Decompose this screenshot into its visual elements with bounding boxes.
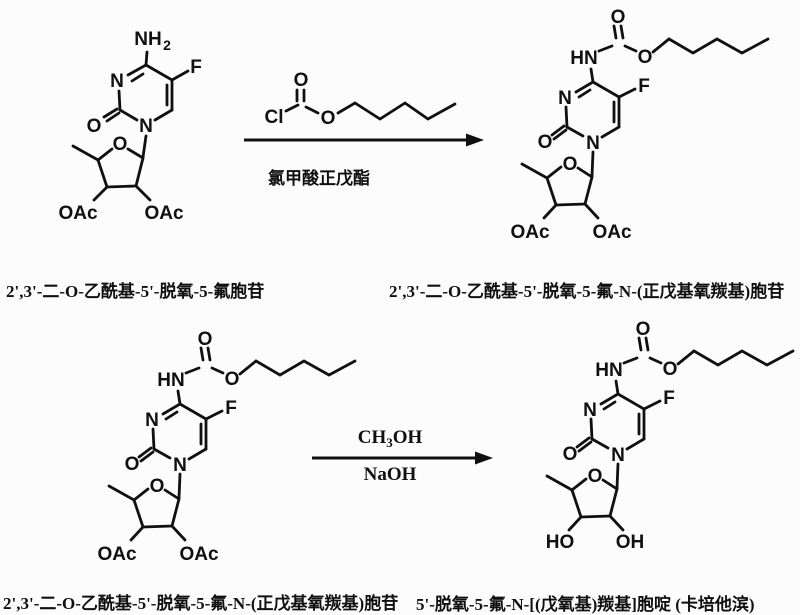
bond bbox=[583, 175, 594, 206]
bond bbox=[170, 69, 190, 82]
ring-oxygen-label: O bbox=[563, 154, 578, 175]
chlorine-label: Cl bbox=[265, 107, 284, 128]
bond bbox=[574, 80, 595, 94]
bond bbox=[134, 184, 152, 202]
ring-oxygen-label: O bbox=[113, 134, 128, 155]
reaction-arrow-1 bbox=[244, 133, 484, 147]
double-bond bbox=[105, 111, 121, 123]
structure-reactant-1: NH 2 F N N O O OAc OAc bbox=[58, 29, 201, 224]
bond bbox=[105, 184, 138, 189]
caption-reactant-1: 2',3'-二-O-乙酰基-5'-脱氧-5-氟胞苷 bbox=[6, 282, 265, 301]
double-bond bbox=[550, 124, 566, 137]
bond bbox=[542, 203, 558, 220]
carbamate-nucleoside-core: O HN O N F O N O bbox=[520, 7, 770, 220]
bond bbox=[545, 176, 558, 207]
bond bbox=[96, 158, 109, 189]
bond bbox=[117, 89, 122, 112]
carbonyl-oxygen-label: O bbox=[87, 116, 102, 137]
alkyl-chain bbox=[336, 101, 457, 121]
bond bbox=[126, 147, 145, 160]
condition-above-arrow-2: CH3OH bbox=[335, 427, 445, 451]
condition-below-arrow-2: NaOH bbox=[363, 464, 417, 485]
double-bond-inner bbox=[577, 88, 592, 99]
double-bond-inner bbox=[130, 72, 145, 83]
methanol-formula-part: OH bbox=[392, 427, 423, 448]
acetyl-group-label: OAc bbox=[592, 222, 632, 243]
bond bbox=[304, 105, 320, 115]
bond bbox=[565, 125, 585, 138]
acetyl-group-label: OAc bbox=[58, 203, 98, 224]
hydroxyl-group-label: HO bbox=[546, 532, 575, 553]
bond bbox=[126, 63, 148, 77]
carbamate-core-copy bbox=[545, 317, 795, 532]
carbamate-nh-label: HN bbox=[570, 48, 597, 69]
bond bbox=[92, 185, 109, 202]
hydroxyl-group-label: OH bbox=[616, 532, 645, 553]
bond bbox=[144, 50, 149, 67]
bond bbox=[554, 202, 587, 207]
double-bond bbox=[612, 24, 618, 40]
structure-product-2: HO OH bbox=[545, 317, 795, 553]
bond bbox=[617, 87, 637, 99]
ester-oxygen-label: O bbox=[638, 47, 653, 68]
ring-nitrogen-label: N bbox=[139, 116, 153, 137]
alkyl-chain bbox=[651, 37, 770, 55]
bond bbox=[141, 134, 148, 159]
carbonyl-oxygen-label: O bbox=[294, 70, 309, 91]
fluorine-label: F bbox=[638, 76, 650, 97]
bond bbox=[545, 165, 563, 180]
structure-product-1: O HN O N F O N O OAc OAc bbox=[510, 7, 770, 243]
bond bbox=[583, 202, 600, 220]
caption-product-1: 2',3'-二-O-乙酰基-5'-脱氧-5-氟-N-(正戊基氧羰基)胞苷 bbox=[389, 282, 785, 301]
carbamate-oxygen-label: O bbox=[611, 7, 626, 28]
ester-oxygen-label: O bbox=[321, 108, 336, 129]
acetyl-group-label: OAc bbox=[144, 203, 184, 224]
bond bbox=[96, 147, 114, 162]
arrow-head bbox=[466, 133, 484, 147]
bond bbox=[591, 80, 621, 99]
double-bond bbox=[102, 107, 119, 119]
bond bbox=[520, 162, 549, 180]
fluorine-label: F bbox=[190, 57, 202, 78]
bond bbox=[284, 103, 300, 113]
double-bond bbox=[552, 128, 568, 141]
bond bbox=[590, 150, 595, 178]
reagent-caption-step1: 氯甲酸正戊酯 bbox=[268, 169, 370, 188]
carbonyl-oxygen-label: O bbox=[538, 132, 553, 153]
double-bond bbox=[619, 24, 625, 40]
bond bbox=[589, 67, 595, 84]
caption-product-2: 5'-脱氧-5-氟-N-[(戊氧基)羰基]胞啶 (卡培他滨) bbox=[416, 595, 755, 614]
bond bbox=[134, 156, 145, 188]
bond bbox=[597, 44, 614, 53]
ring-nitrogen-label: N bbox=[558, 88, 572, 109]
bond bbox=[576, 166, 594, 179]
ring-nitrogen-label: N bbox=[110, 71, 124, 92]
bond bbox=[118, 108, 139, 122]
methanol-formula-subscript: 3 bbox=[386, 435, 393, 450]
bond bbox=[600, 125, 621, 139]
bond bbox=[71, 144, 100, 162]
bond bbox=[144, 63, 174, 82]
bond bbox=[153, 108, 174, 122]
caption-reactant-2: 2',3'-二-O-乙酰基-5'-脱氧-5-氟-N-(正戊基氧羰基)胞苷 bbox=[3, 594, 399, 613]
structure-reactant-2 bbox=[96, 327, 357, 567]
reagent-structure-chloroformate: Cl O O bbox=[265, 70, 457, 129]
bond bbox=[623, 44, 638, 53]
methanol-formula-part: CH bbox=[357, 427, 387, 448]
bond bbox=[564, 105, 569, 129]
ring-nitrogen-label: N bbox=[586, 133, 600, 154]
arrow-head bbox=[475, 451, 493, 465]
amine-label: NH bbox=[134, 29, 161, 50]
reaction-arrow-2 bbox=[312, 451, 493, 465]
acetyl-group-label: OAc bbox=[510, 222, 550, 243]
amine-subscript: 2 bbox=[163, 37, 171, 53]
